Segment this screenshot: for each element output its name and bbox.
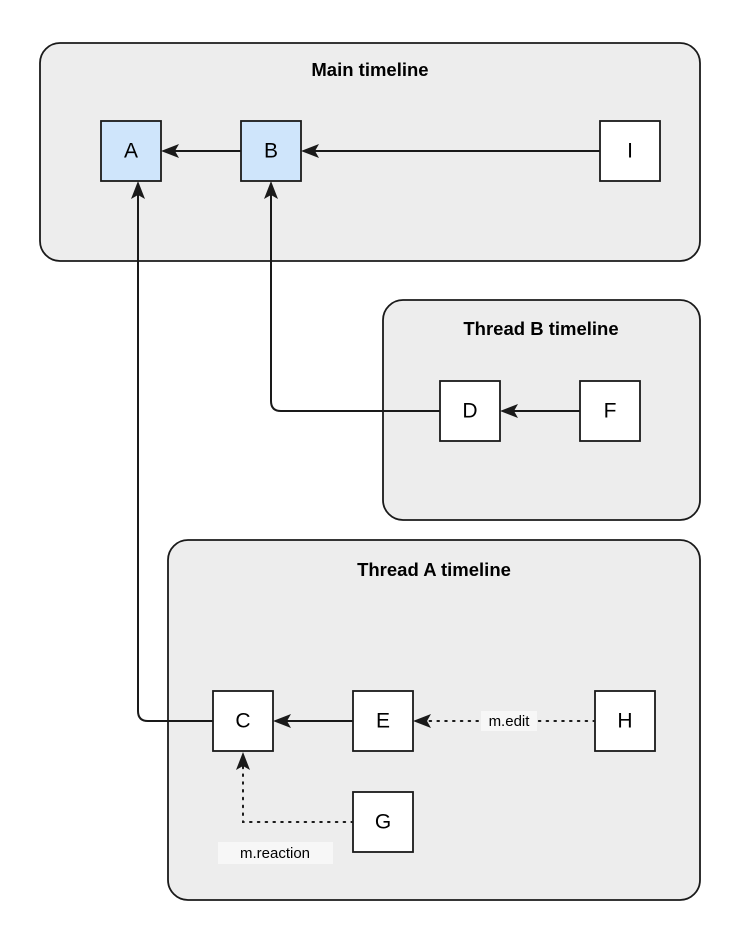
edge-e-to-c-arrow-icon	[273, 714, 291, 728]
node-i-label: I	[627, 140, 633, 163]
edge-f-to-d-arrow-icon	[500, 404, 518, 418]
node-a[interactable]: A	[100, 120, 162, 182]
node-d[interactable]: D	[439, 380, 501, 442]
node-e[interactable]: E	[352, 690, 414, 752]
node-g-label: G	[375, 811, 391, 834]
node-h-rect	[594, 690, 656, 752]
edge-d-to-b[interactable]	[264, 181, 440, 412]
edge-g-to-c-label-bg	[218, 842, 333, 864]
node-h-label: H	[617, 710, 632, 733]
node-d-rect	[439, 380, 501, 442]
edge-e-to-c[interactable]	[273, 714, 353, 728]
edge-d-to-b-arrow-icon	[264, 181, 278, 199]
panel-thread-a-title: Thread A timeline	[357, 559, 511, 580]
edge-g-to-c-line	[242, 762, 354, 823]
node-f-rect	[579, 380, 641, 442]
node-b-label: B	[264, 140, 278, 163]
node-b[interactable]: B	[240, 120, 302, 182]
node-c-label: C	[235, 710, 250, 733]
edge-i-to-b[interactable]	[301, 144, 600, 158]
panel-thread-b-title: Thread B timeline	[463, 318, 618, 339]
node-i-rect	[599, 120, 661, 182]
node-c-rect	[212, 690, 274, 752]
edge-g-to-c[interactable]: m.reaction	[218, 752, 354, 864]
edge-g-to-c-arrow-icon	[236, 752, 250, 770]
edge-h-to-e-arrow-icon	[413, 714, 431, 728]
edge-c-to-a-line	[137, 192, 213, 722]
node-group: A B I D F C	[100, 120, 661, 853]
node-g[interactable]: G	[352, 791, 414, 853]
edge-b-to-a-arrow-icon	[161, 144, 179, 158]
edge-group: m.edit m.reaction	[131, 144, 600, 864]
node-a-label: A	[124, 140, 138, 163]
node-e-rect	[352, 690, 414, 752]
edge-d-to-b-line	[270, 192, 440, 412]
node-i[interactable]: I	[599, 120, 661, 182]
node-g-rect	[352, 791, 414, 853]
node-d-label: D	[462, 400, 477, 423]
edge-i-to-b-arrow-icon	[301, 144, 319, 158]
edge-f-to-d[interactable]	[500, 404, 580, 418]
node-a-rect	[100, 120, 162, 182]
edge-h-to-e-label-bg	[481, 711, 537, 731]
panel-main-title: Main timeline	[311, 59, 428, 80]
edge-h-to-e[interactable]: m.edit	[413, 711, 596, 731]
edge-g-to-c-label: m.reaction	[240, 845, 310, 862]
node-f-label: F	[604, 400, 617, 423]
edge-b-to-a[interactable]	[161, 144, 241, 158]
edge-c-to-a[interactable]	[131, 181, 213, 722]
node-e-label: E	[376, 710, 390, 733]
node-c[interactable]: C	[212, 690, 274, 752]
node-b-rect	[240, 120, 302, 182]
node-f[interactable]: F	[579, 380, 641, 442]
edge-c-to-a-arrow-icon	[131, 181, 145, 199]
panel-group: Main timeline Thread B timeline Thread A…	[39, 42, 701, 901]
node-h[interactable]: H	[594, 690, 656, 752]
edge-h-to-e-label: m.edit	[489, 713, 531, 730]
